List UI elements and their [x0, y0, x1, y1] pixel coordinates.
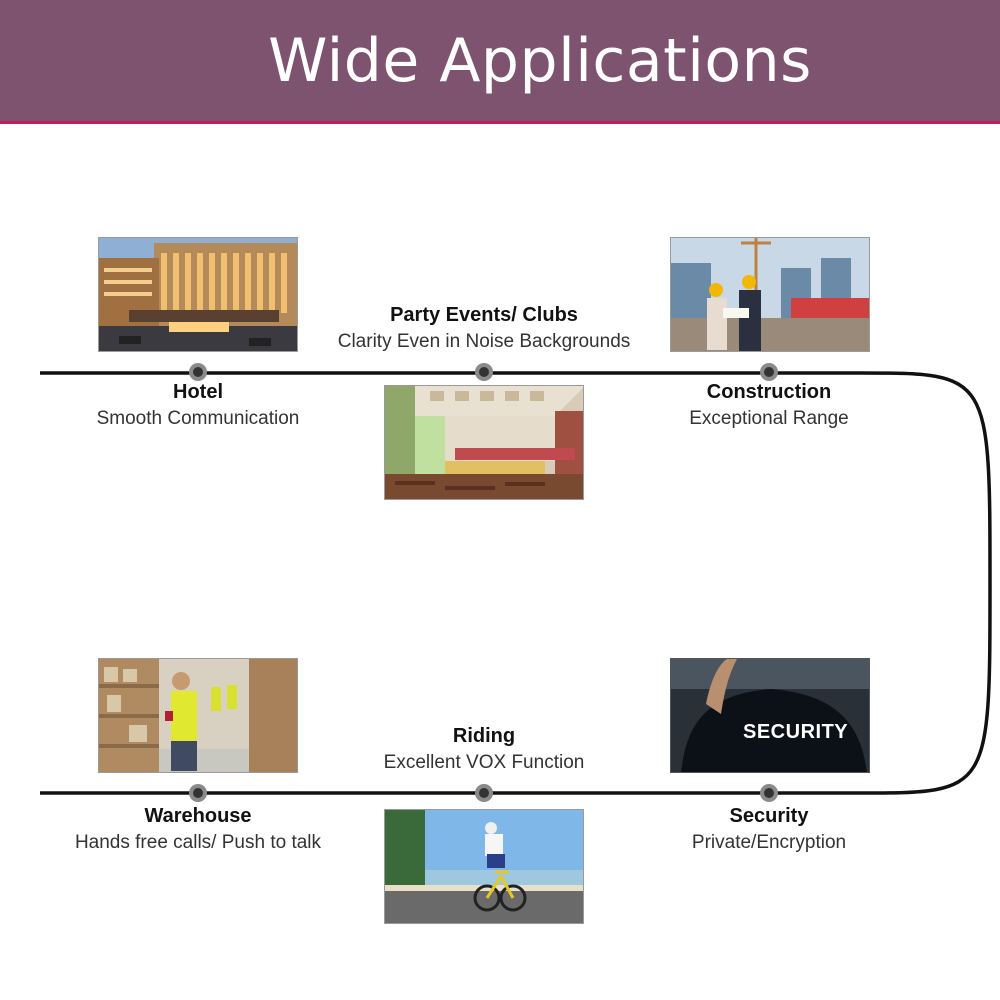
application-title: Warehouse	[144, 805, 252, 827]
application-hotel: Hotel Smooth Communication	[38, 380, 358, 434]
application-title: Security	[729, 805, 809, 827]
security-photo: SECURITY	[670, 658, 870, 773]
warehouse-photo	[98, 658, 298, 773]
application-subtitle: Smooth Communication	[96, 408, 300, 429]
application-subtitle: Clarity Even in Noise Backgrounds	[337, 331, 631, 352]
application-subtitle: Excellent VOX Function	[383, 752, 585, 773]
application-title: Party Events/ Clubs	[390, 304, 578, 326]
application-warehouse: Warehouse Hands free calls/ Push to talk	[38, 804, 358, 858]
track-dot-construction	[760, 363, 778, 381]
track-dot-riding	[475, 784, 493, 802]
construction-photo	[670, 237, 870, 352]
application-riding: Riding Excellent VOX Function	[324, 724, 644, 778]
track-dot-security	[760, 784, 778, 802]
application-subtitle: Hands free calls/ Push to talk	[74, 832, 322, 853]
track-dot-hotel	[189, 363, 207, 381]
page-title: Wide Applications	[268, 26, 812, 96]
application-subtitle: Private/Encryption	[691, 832, 847, 853]
header-banner: Wide Applications	[0, 0, 1000, 124]
security-sign-text: SECURITY	[743, 721, 849, 743]
hotel-photo	[98, 237, 298, 352]
application-security: Security Private/Encryption	[609, 804, 929, 858]
application-party: Party Events/ Clubs Clarity Even in Nois…	[324, 303, 644, 357]
application-subtitle: Exceptional Range	[689, 408, 849, 429]
track-dot-party	[475, 363, 493, 381]
application-construction: Construction Exceptional Range	[609, 380, 929, 434]
track-path	[40, 371, 992, 795]
track-dot-warehouse	[189, 784, 207, 802]
application-title: Hotel	[173, 381, 223, 403]
application-title: Construction	[706, 381, 832, 403]
party-photo	[384, 385, 584, 500]
application-title: Riding	[452, 725, 516, 747]
riding-photo	[384, 809, 584, 924]
